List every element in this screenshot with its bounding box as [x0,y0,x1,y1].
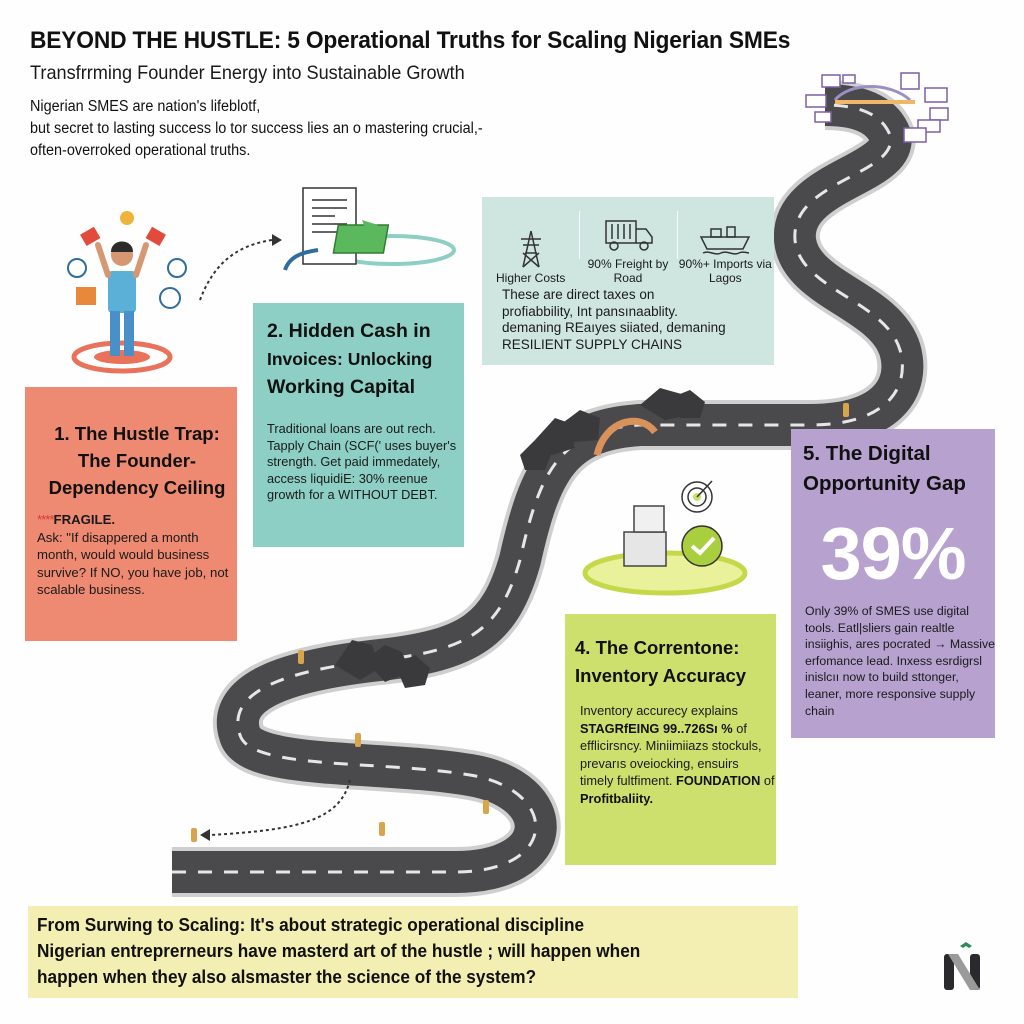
founder-illustration [67,211,187,374]
page-subtitle: Transfrrming Founder Energy into Sustain… [30,62,465,84]
card-hustle-trap: 1. The Hustle Trap: The Founder- Depende… [25,387,237,641]
footer-line: happen when they also alsmaster the scie… [37,966,537,987]
metric-freight-road: 90% Freight by Road [579,205,676,285]
intro-paragraph: Nigerian SMES are nation's lifeblotf, bu… [30,96,662,162]
dotted-arrow-2 [209,779,351,836]
power-pylon-icon [520,230,541,268]
card-body-text: Ask: "If disappered a month month, would… [37,529,229,598]
metric-imports-lagos: 90%+ Imports via Lagos [676,205,774,285]
cargo-ship-icon [700,226,751,255]
page-title: BEYOND THE HUSTLE: 5 Operational Truths … [30,27,791,54]
brand-logo-icon [944,942,980,990]
staggering-stat: STAGRfEING 99..726Sı % [580,720,733,736]
rating-stars: **** [37,512,55,527]
footer-line: Nigerian entreprerneurs have masterd art… [37,940,641,961]
card-body: ****FRAGILE. Ask: "If disappered a month… [37,511,233,599]
card-title: 1. The Hustle Trap: The Founder- Depende… [48,423,226,498]
card-supply-chain-costs: Higher Costs 90% Freight by Road [482,197,774,365]
card-title: 5. The Digital Opportunity Gap [803,442,966,495]
dotted-arrow-1 [199,239,273,301]
intro-line: Nigerian SMES are nation's lifeblotf, [30,98,261,115]
card-inventory-accuracy: 4. The Correntone: Inventory Accuracy In… [565,614,776,865]
card-title: 4. The Correntone: Inventory Accuracy [575,637,747,686]
invoice-cash-illustration [283,187,456,271]
fragile-label: FRAGILE. [53,512,116,527]
metric-label: 90% Freight by Road [587,257,669,285]
rocks-obstacle [335,388,705,688]
intro-line: but secret to lasting success lo tor suc… [30,120,483,137]
card-hidden-cash: 2. Hidden Cash in Invoices: Unlocking Wo… [253,303,464,547]
card-digital-gap: 5. The Digital Opportunity Gap 39% Only … [791,429,995,738]
intro-line: often-overroked operational truths. [30,142,251,159]
inventory-illustration [582,480,748,596]
card-body-text: Inventory accurecy explains STAGRfEING 9… [580,703,775,806]
street-lamps [191,403,849,842]
card-body-text: Traditional loans are out rech. Tapply C… [267,421,457,502]
footer-line: From Surwing to Scaling: It's about stra… [37,914,585,935]
metric-higher-costs: Higher Costs [482,205,579,285]
big-stat-39-percent: 39% [820,512,966,595]
foundation-label: FOUNDATION [676,773,761,788]
truck-icon [605,220,653,251]
winding-road [172,80,928,897]
card-body-text: These are direct taxes on profiabbility,… [502,287,726,352]
card-body-text: Only 39% of SMES use digital tools. Eatl… [805,604,995,718]
digital-bridge-illustration [805,72,949,143]
footer-callout: From Surwing to Scaling: It's about stra… [28,906,798,998]
small-bridge [593,417,658,456]
card-title: 2. Hidden Cash in Invoices: Unlocking Wo… [267,320,433,398]
metrics-row: Higher Costs 90% Freight by Road [482,205,774,285]
